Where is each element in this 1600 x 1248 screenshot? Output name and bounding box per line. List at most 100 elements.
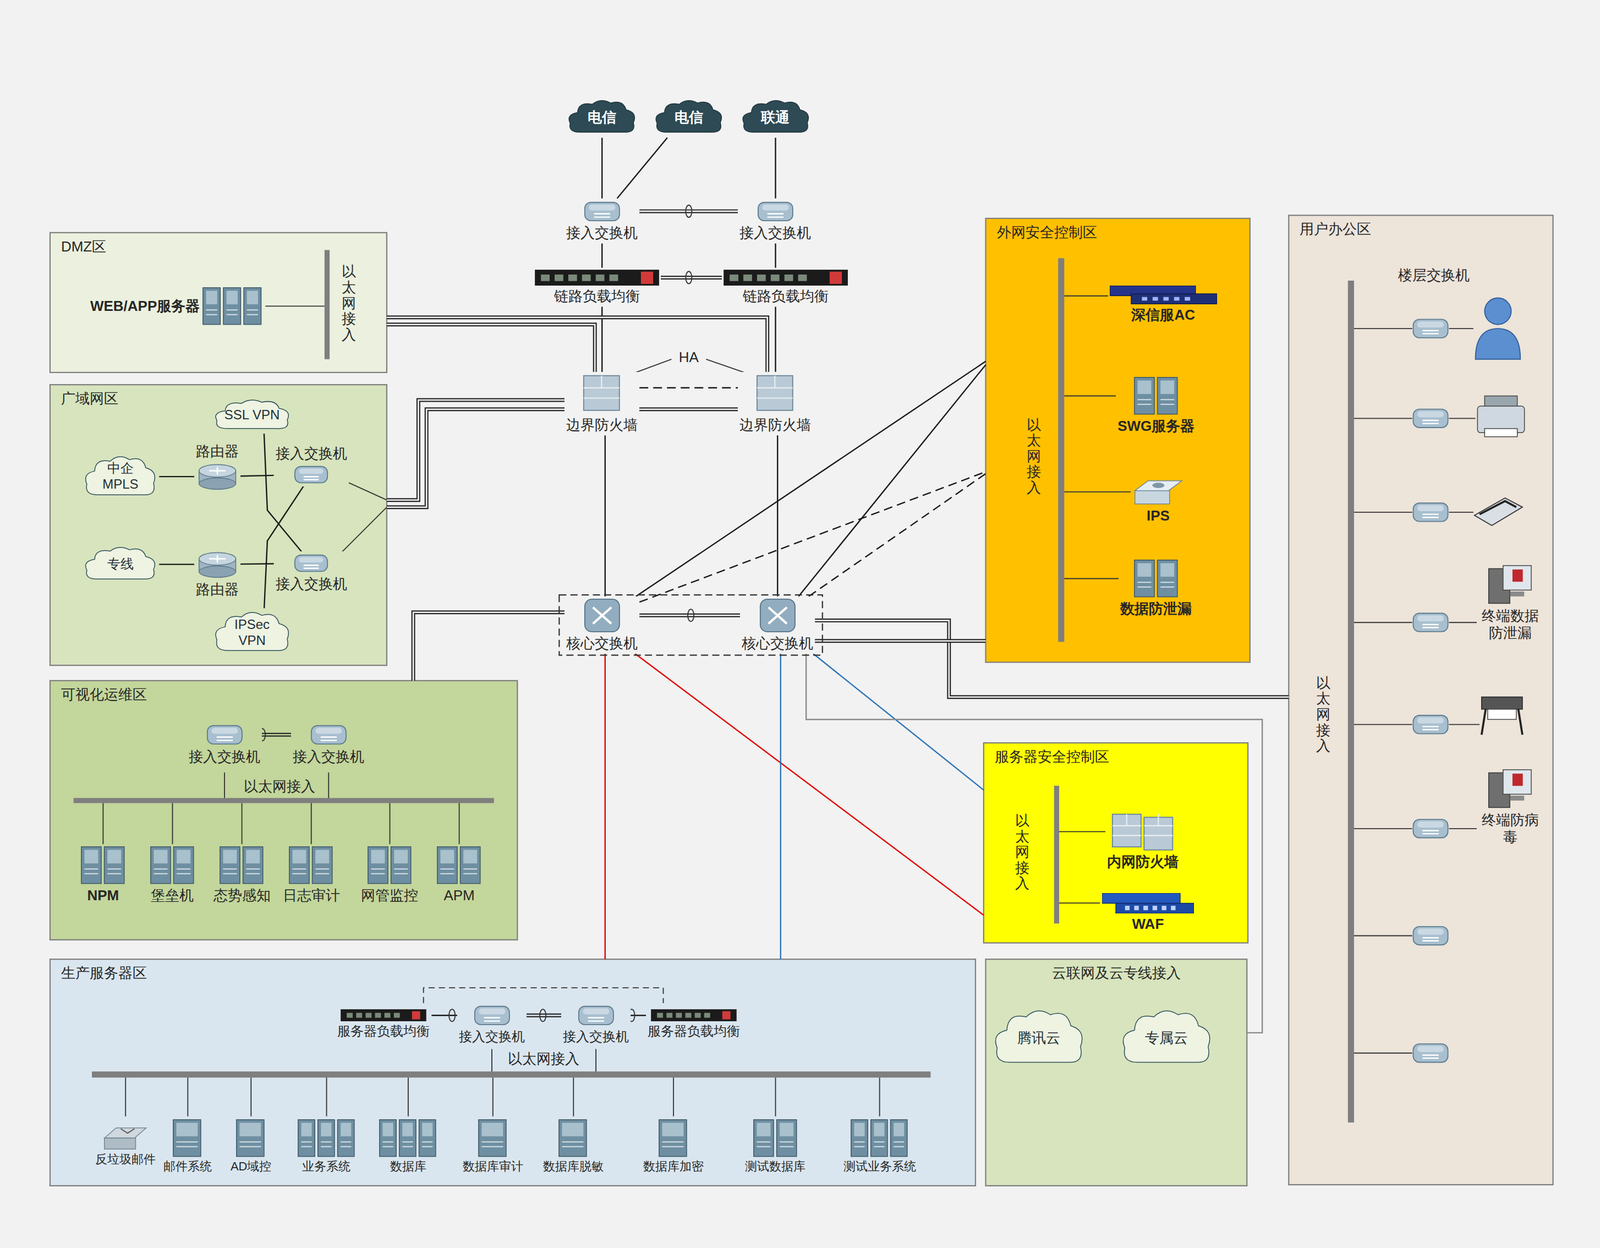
cloud-outline	[1122, 1010, 1210, 1063]
bundle-mark	[687, 609, 694, 622]
node-text: 核心交换机	[741, 634, 814, 652]
switch-icon-part	[478, 1007, 506, 1015]
zone-fill	[983, 742, 1248, 943]
device-node: 堡垒机	[148, 844, 197, 906]
network-link	[386, 400, 565, 501]
server2-icon-part	[173, 846, 194, 884]
scanner-part	[1479, 501, 1517, 515]
ac-icon-part	[1163, 297, 1169, 301]
floor-switch-icon	[1413, 715, 1449, 734]
server2-icon-part	[153, 850, 168, 864]
network-link	[639, 615, 741, 616]
node-text: 邮件系统	[163, 1159, 212, 1174]
device-node: 日志审计	[281, 844, 342, 906]
server3-icon-part	[337, 1119, 354, 1156]
plotter-part	[1487, 709, 1517, 720]
zone-region: 用户办公区终端数据防泄漏终端防病毒	[1288, 215, 1553, 1185]
node-text: 服务器负载均衡	[337, 1023, 430, 1040]
node-text: 核心交换机	[566, 634, 638, 652]
node-text: 腾讯云	[1017, 1029, 1061, 1047]
device-node: 核心交换机	[564, 596, 640, 654]
printer-icon	[1477, 396, 1525, 437]
node-text: 可视化运维区	[50, 680, 518, 709]
lb-icon-part	[554, 274, 564, 282]
lb-icon-part	[666, 1012, 673, 1018]
router-icon	[196, 462, 238, 491]
device-node: 边界防火墙	[564, 371, 640, 436]
server1-icon-part	[239, 1122, 262, 1137]
drop-line	[1354, 724, 1413, 726]
server1-icon-part	[659, 1119, 687, 1156]
server2-icon-part	[150, 846, 171, 884]
pc-icon-part	[1510, 795, 1525, 800]
spam-icon-part	[121, 1128, 135, 1133]
server3-icon-part	[340, 1122, 352, 1137]
device-node: 接入交换机	[561, 1002, 631, 1047]
switch-icon-part	[320, 736, 337, 741]
edge-label: HA	[676, 348, 701, 366]
lb-icon-part	[723, 269, 848, 287]
ac-icon-part	[1131, 293, 1218, 304]
device-node: 服务器负载均衡	[335, 1007, 432, 1041]
core-group-frame	[559, 594, 823, 655]
server3-icon-part	[870, 1119, 888, 1156]
drop-line	[1448, 724, 1480, 726]
device-node: NPM	[78, 844, 128, 906]
zone-region: 服务器安全控制区内网防火墙WAF	[983, 742, 1248, 944]
floor-switch-icon	[1413, 502, 1449, 522]
drop-line	[1354, 511, 1413, 513]
server3-icon-part	[206, 309, 218, 315]
device-node: 反垃圾邮件	[93, 1124, 158, 1169]
zone-region: 云联网及云专线接入腾讯云专属云	[985, 959, 1248, 1186]
link-line	[634, 653, 984, 915]
router-icon-part	[209, 554, 226, 562]
node-text: 链路负载均衡	[554, 287, 640, 305]
network-link	[775, 243, 776, 268]
lb-icon-part	[656, 1012, 663, 1018]
pc-icon-part	[1512, 568, 1523, 582]
server3-icon-part	[419, 1119, 436, 1156]
drop-line	[187, 1077, 189, 1116]
lb-icon-part	[729, 274, 739, 282]
lb-icon-part	[534, 269, 660, 287]
network-link	[386, 409, 739, 508]
network-link	[431, 1015, 458, 1016]
server2-icon-part	[292, 850, 306, 864]
switch-icon-part	[311, 725, 347, 744]
drop-line	[1064, 491, 1131, 493]
node-text: 接入交换机	[275, 445, 348, 463]
server3-icon-part	[402, 1141, 413, 1147]
device-node: AD域控	[228, 1116, 274, 1176]
switch-icon-part	[303, 565, 320, 569]
fw2-icon-part	[1111, 814, 1141, 847]
cloud-outline	[85, 547, 156, 580]
network-link	[526, 1015, 562, 1016]
switch-icon-part	[767, 213, 784, 217]
lb-icon-part	[595, 274, 605, 282]
router-icon-part	[199, 565, 237, 578]
node-text: 数据库	[390, 1159, 427, 1174]
fw2-icon	[1111, 812, 1175, 851]
core-icon	[759, 598, 797, 633]
server1-icon-part	[239, 1141, 262, 1147]
lb-icon-part	[375, 1012, 382, 1018]
fw2-icon-part	[1111, 814, 1141, 836]
ac-icon	[1109, 285, 1218, 304]
node-text: SWG服务器	[1117, 417, 1195, 435]
network-link	[798, 364, 986, 597]
switch-icon-part	[582, 1007, 610, 1015]
server2-icon-part	[776, 1119, 797, 1156]
link-outer	[814, 620, 1289, 698]
switch-icon-part	[483, 1017, 500, 1021]
link-line	[774, 306, 776, 372]
network-link	[601, 137, 603, 199]
switch-icon-part	[762, 204, 789, 211]
server1-icon	[235, 1118, 267, 1158]
node-text: 网管监控	[360, 886, 419, 904]
router-icon	[196, 550, 238, 579]
fw-icon-part	[757, 375, 793, 398]
lb-icon-part	[568, 274, 578, 282]
server3-icon-part	[243, 287, 262, 325]
link-line	[774, 243, 776, 268]
zone-fill	[50, 680, 518, 940]
